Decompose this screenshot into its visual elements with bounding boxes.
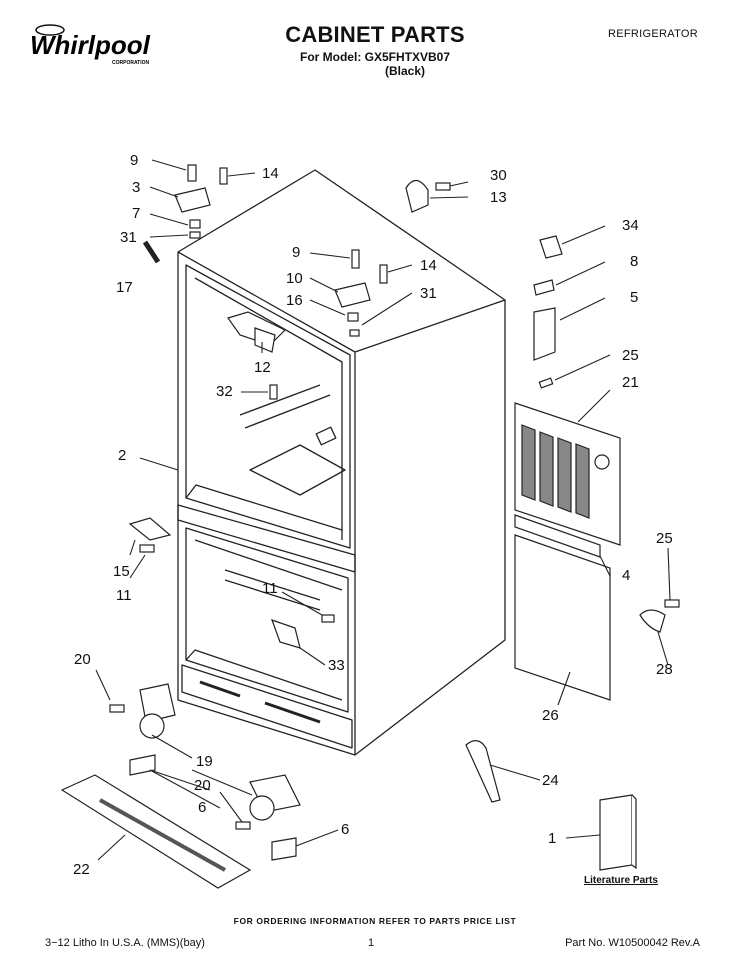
callout-21: 21 — [622, 374, 639, 391]
callout-22: 22 — [73, 861, 90, 878]
hinge-screw-left — [187, 164, 197, 182]
freezer-opening — [185, 527, 349, 713]
callout-9: 9 — [130, 152, 138, 169]
callout-34: 34 — [622, 217, 639, 234]
bracket-33 — [271, 619, 301, 649]
callout-13: 13 — [490, 189, 507, 206]
callout-31b: 31 — [420, 285, 437, 302]
color-line: (Black) — [384, 64, 425, 78]
callout-31: 31 — [120, 229, 137, 246]
roller-bracket-left — [139, 683, 176, 723]
callout-14b: 14 — [420, 257, 437, 274]
callout-3: 3 — [132, 179, 140, 196]
logo-wordmark: Whirlpool — [30, 30, 151, 60]
footer-part-number: Part No. W10500042 Rev.A — [565, 937, 700, 949]
callout-25: 25 — [622, 347, 639, 364]
callout-32: 32 — [216, 383, 233, 400]
mullion — [177, 504, 356, 573]
cabinet-shell — [177, 169, 506, 756]
clamp-28 — [639, 609, 666, 633]
callout-11b: 11 — [262, 580, 278, 597]
callout-30: 30 — [490, 167, 507, 184]
callout-25b: 25 — [656, 530, 673, 547]
cabinet-base — [181, 664, 353, 749]
footer-litho: 3−12 Litho In U.S.A. (MMS)(bay) — [45, 937, 205, 949]
callout-14: 14 — [262, 165, 279, 182]
callout-5: 5 — [630, 289, 638, 306]
whirlpool-logo: Whirlpool CORPORATION — [28, 20, 178, 72]
callout-1: 1 — [548, 830, 556, 847]
fresh-food-opening — [185, 264, 351, 549]
callout-10: 10 — [286, 270, 303, 287]
literature-parts-label: Literature Parts — [584, 875, 658, 886]
callout-33: 33 — [328, 657, 345, 674]
callout-15: 15 — [113, 563, 130, 580]
callout-20b: 20 — [194, 777, 211, 794]
literature-booklet — [599, 794, 633, 871]
panel-26 — [514, 534, 611, 701]
callout-17: 17 — [116, 279, 133, 296]
logo-subtext: CORPORATION — [112, 60, 150, 66]
top-hinge-left — [174, 187, 211, 213]
callout-8: 8 — [630, 253, 638, 270]
callout-26: 26 — [542, 707, 559, 724]
part-5 — [533, 307, 556, 361]
callout-6: 6 — [198, 799, 206, 816]
part-8 — [533, 279, 555, 296]
model-info: For Model: GX5FHTXVB07 (Black) — [250, 50, 500, 78]
model-line: For Model: GX5FHTXVB07 — [299, 50, 451, 64]
callout-28: 28 — [656, 661, 673, 678]
callout-16: 16 — [286, 292, 303, 309]
bracket-15 — [128, 517, 172, 541]
callout-2: 2 — [118, 447, 126, 464]
part-13 — [405, 179, 429, 213]
ordering-note: FOR ORDERING INFORMATION REFER TO PARTS … — [233, 916, 517, 926]
top-hinge-center — [334, 282, 371, 308]
callout-20: 20 — [74, 651, 91, 668]
wrench-24 — [465, 740, 501, 803]
callout-12: 12 — [254, 359, 271, 376]
callout-6b: 6 — [341, 821, 349, 838]
callout-11: 11 — [116, 587, 132, 604]
leveling-leg-right — [271, 837, 297, 861]
callout-4: 4 — [622, 567, 630, 584]
callout-24: 24 — [542, 772, 559, 789]
callout-9b: 9 — [292, 244, 300, 261]
page-title: CABINET PARTS — [285, 22, 465, 47]
footer-page-number: 1 — [368, 937, 375, 949]
callout-7: 7 — [132, 205, 140, 222]
callout-19: 19 — [196, 753, 213, 770]
leveling-leg-left — [129, 754, 156, 776]
category-label: REFRIGERATOR — [608, 28, 698, 40]
part-34 — [539, 235, 563, 259]
